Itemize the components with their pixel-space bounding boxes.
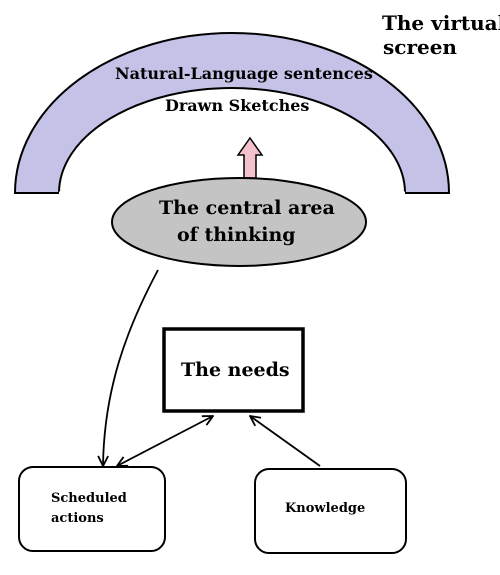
needs-label: The needs [181, 359, 290, 381]
scheduled-actions-line1: Scheduled [51, 491, 127, 506]
needs-scheduled-double-arrow [117, 416, 213, 466]
central-thinking-ellipse [111, 177, 367, 267]
knowledge-box [254, 468, 407, 554]
up-arrow-icon [236, 136, 264, 179]
drawn-sketches-label: Drawn Sketches [165, 96, 309, 115]
central-thinking-line2: of thinking [177, 224, 296, 246]
central-thinking-line1: The central area [159, 197, 335, 219]
virtual-screen-title-line2: screen [383, 35, 457, 59]
virtual-screen-arc [13, 32, 451, 194]
scheduled-actions-box [18, 466, 166, 552]
knowledge-to-needs-arrow [250, 416, 321, 467]
knowledge-label: Knowledge [285, 501, 365, 516]
needs-box [162, 327, 305, 413]
scheduled-actions-line2: actions [51, 511, 104, 526]
natural-language-sentences-label: Natural-Language sentences [115, 64, 373, 83]
thinking-to-scheduled-arrow [103, 269, 159, 466]
virtual-screen-title-line1: The virtual [382, 11, 500, 35]
